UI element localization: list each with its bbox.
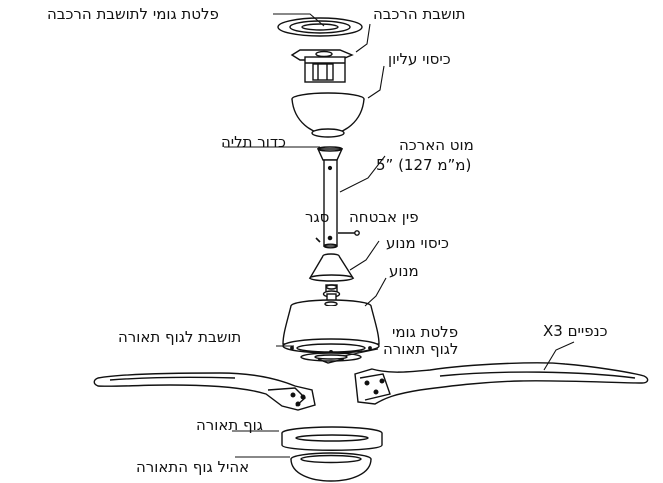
downrod xyxy=(316,146,344,249)
label-motor-cover: כיסוי מנוע xyxy=(386,234,449,252)
motor-coupler xyxy=(322,284,341,302)
label-mount-bracket: תושבת הרכבה xyxy=(373,5,466,23)
rubber-light-plate xyxy=(300,352,362,364)
blade-right xyxy=(354,362,649,405)
label-lock: סגר xyxy=(305,208,330,226)
lock-clip xyxy=(315,237,321,243)
label-motor: מנוע xyxy=(389,262,419,280)
label-rubber-mount-plate: פלטת גומי לתושבת הרכבה xyxy=(47,5,219,23)
leader-lines xyxy=(224,13,575,458)
light-body xyxy=(281,426,383,451)
label-downrod-line1: מוט הארכה xyxy=(399,136,474,154)
upper-cover xyxy=(291,92,365,138)
rubber-mount-plate xyxy=(277,17,363,37)
label-light-shade: אהיל גוף התאורה xyxy=(136,458,250,476)
mount-bracket xyxy=(290,49,354,83)
label-blades: כנפיים X3 xyxy=(543,322,608,340)
label-light-body: גוף תאורה xyxy=(196,416,263,434)
safety-pin xyxy=(338,230,360,236)
label-hanging-ball: כדור תליה xyxy=(221,133,286,151)
light-shade xyxy=(290,452,372,482)
label-safety-pin: פין אבטחה xyxy=(349,208,419,226)
label-rubber-light-plate-line2: לגוף תאורה xyxy=(383,340,459,358)
label-downrod-line2: 5” (127 מ”מ) xyxy=(376,156,472,174)
blade-left xyxy=(93,372,316,411)
label-light-mount: תושבת לגוף תאורה xyxy=(118,328,242,346)
label-rubber-light-plate-line1: פלטת גומי xyxy=(392,323,459,341)
motor-housing xyxy=(282,299,380,355)
label-upper-cover: כיסוי עליון xyxy=(388,50,451,68)
motor-cover xyxy=(308,253,355,282)
